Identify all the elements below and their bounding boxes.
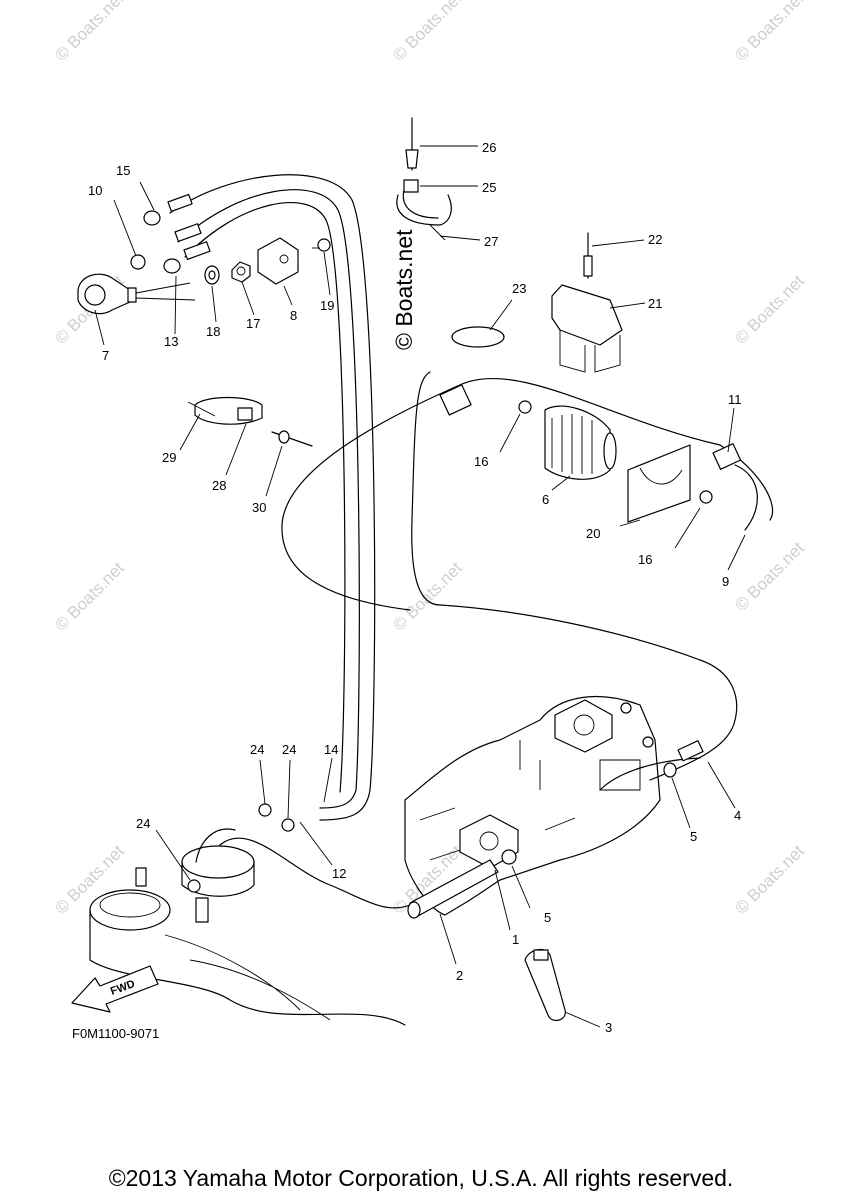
diagram-code: F0M1100-9071 <box>72 1026 160 1041</box>
fittings-4-5 <box>501 740 704 865</box>
callout-21: 21 <box>648 296 662 311</box>
hose-loop <box>281 371 774 791</box>
part-7-fitting <box>77 273 196 315</box>
callout-6: 6 <box>542 492 549 507</box>
callout-29: 29 <box>162 450 176 465</box>
callout-25: 25 <box>482 180 496 195</box>
hose-long <box>169 174 376 821</box>
callout-18: 18 <box>206 324 220 339</box>
callout-24: 24 <box>250 742 264 757</box>
callout-8: 8 <box>290 308 297 323</box>
callout-14: 14 <box>324 742 338 757</box>
callout-20: 20 <box>586 526 600 541</box>
clamps-top-left <box>130 210 181 274</box>
watermark: © Boats.net <box>731 841 808 918</box>
callout-26: 26 <box>482 140 496 155</box>
callout-11: 11 <box>728 392 742 407</box>
watermark: © Boats.net <box>51 558 128 635</box>
clip-3 <box>524 948 566 1022</box>
clamp-28 <box>187 396 313 447</box>
callout-30: 30 <box>252 500 266 515</box>
watermark: © Boats.net <box>731 538 808 615</box>
callout-23: 23 <box>512 281 526 296</box>
callout-27: 27 <box>484 234 498 249</box>
callout-10: 10 <box>88 183 102 198</box>
callout-16: 16 <box>474 454 488 469</box>
watermark: © Boats.net <box>731 271 808 348</box>
fwd-arrow: FWD <box>71 965 159 1013</box>
callouts: 1 2 3 4 5 5 6 7 8 9 10 11 12 13 14 15 16… <box>88 140 742 1035</box>
callout-1: 1 <box>512 932 519 947</box>
callout-17: 17 <box>246 316 260 331</box>
filter-assembly <box>439 384 758 531</box>
hose-lower <box>219 837 411 909</box>
copyright-notice: ©2013 Yamaha Motor Corporation, U.S.A. A… <box>108 1165 734 1191</box>
watermark: © Boats.net <box>389 558 466 635</box>
callout-19: 19 <box>320 298 334 313</box>
leader-lines <box>94 145 746 1028</box>
watermark: © Boats.net <box>389 0 466 65</box>
band-clamp-25 <box>396 117 452 241</box>
callout-22: 22 <box>648 232 662 247</box>
callout-7: 7 <box>102 348 109 363</box>
bracket-21 <box>551 232 623 373</box>
engine-block <box>404 695 661 916</box>
callout-5: 5 <box>690 829 697 844</box>
callout-24: 24 <box>282 742 296 757</box>
strap-23 <box>451 326 505 348</box>
callout-28: 28 <box>212 478 226 493</box>
callout-16: 16 <box>638 552 652 567</box>
boats-net-stamp: © Boats.net <box>391 229 417 350</box>
hose-stubs <box>167 193 211 260</box>
callout-3: 3 <box>605 1020 612 1035</box>
callout-2: 2 <box>456 968 463 983</box>
callout-12: 12 <box>332 866 346 881</box>
callout-13: 13 <box>164 334 178 349</box>
hose-1-2 <box>407 859 499 919</box>
callout-4: 4 <box>734 808 741 823</box>
callout-15: 15 <box>116 163 130 178</box>
watermark: © Boats.net <box>51 0 128 65</box>
callout-9: 9 <box>722 574 729 589</box>
fuel-tank-area <box>89 803 406 1026</box>
watermark: © Boats.net <box>731 0 808 65</box>
hardware-small <box>204 237 331 285</box>
callout-5: 5 <box>544 910 551 925</box>
callout-24: 24 <box>136 816 150 831</box>
